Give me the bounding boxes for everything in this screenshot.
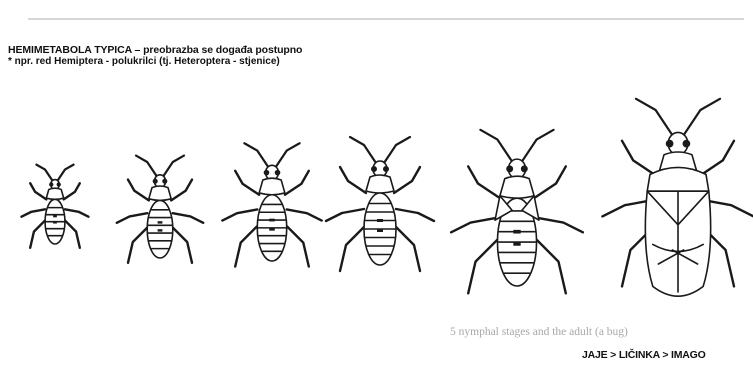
insect-stage-4 [326,137,434,271]
insect-stage-2 [117,156,203,263]
stage-sequence-label: JAJE > LIČINKA > IMAGO [582,349,706,361]
insect-stage-3 [222,143,321,266]
insect-stage-6 [602,99,753,296]
insect-stage-1 [22,165,89,248]
caption-nymphal-stages: 5 nymphal stages and the adult (a bug) [450,326,628,338]
insect-stage-5 [451,130,583,293]
